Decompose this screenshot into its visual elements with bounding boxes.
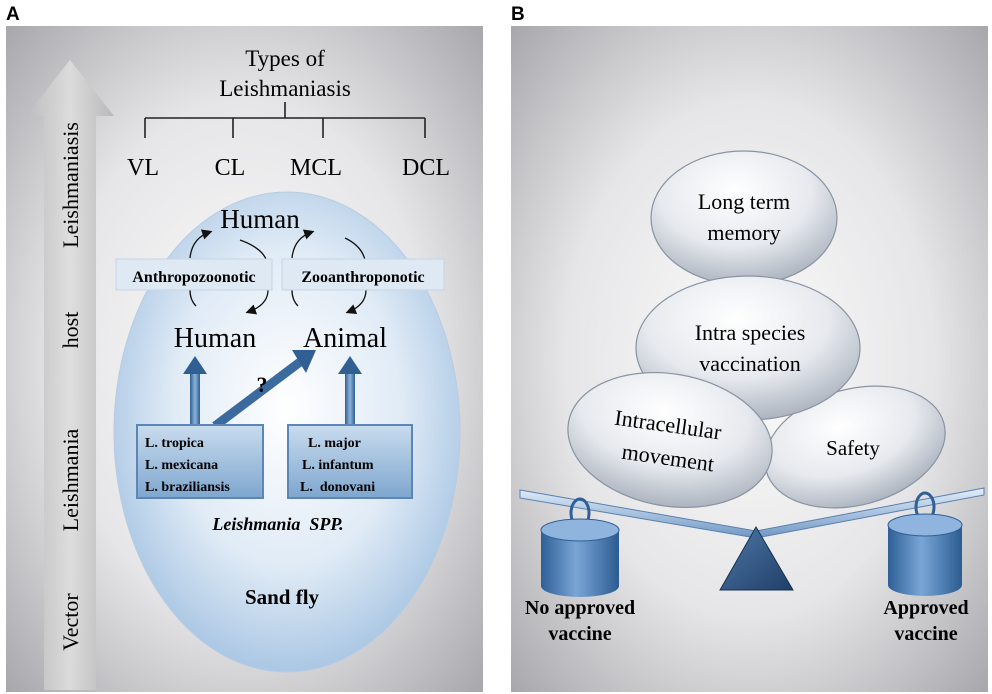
anthropozoonotic-label: Anthropozoonotic <box>132 269 255 286</box>
bubble-top-line2: memory <box>707 220 780 245</box>
side-axis-arrow <box>26 60 114 690</box>
blue-arrow-left-up <box>183 356 207 426</box>
right-weight <box>887 491 963 596</box>
species-box-left <box>136 424 264 499</box>
zooanthroponotic-box <box>281 258 445 291</box>
blue-arrow-right-up <box>338 356 362 426</box>
bubble-top <box>650 150 838 286</box>
species-right-1: L. major <box>308 436 361 451</box>
zooanthroponotic-label: Zooanthroponotic <box>301 269 424 286</box>
side-label-host: host <box>58 312 83 349</box>
types-title-line2: Leishmaniasis <box>219 76 351 101</box>
species-left-3: L. braziliansis <box>145 480 230 495</box>
fulcrum <box>719 526 794 591</box>
side-label-leishmaniasis: Leishmaniasis <box>58 122 83 248</box>
species-right-2: L. infantum <box>302 458 374 473</box>
side-label-leishmania: Leishmania <box>58 428 83 531</box>
species-caption: Leishmania SPP. <box>211 514 343 534</box>
left-caption-line1: No approved <box>525 597 635 619</box>
bubble-middle-line2: vaccination <box>699 351 800 376</box>
question-mark: ? <box>257 372 268 397</box>
left-weight <box>540 497 620 597</box>
type-dcl: DCL <box>402 155 450 181</box>
bubble-left <box>567 371 773 509</box>
animal-label: Animal <box>303 323 387 354</box>
anthropozoonotic-box <box>115 258 273 291</box>
blue-arrow-diagonal <box>212 350 316 430</box>
bubble-top-line1: Long term <box>698 189 790 214</box>
sandfly-label: Sand fly <box>245 585 320 609</box>
type-mcl: MCL <box>290 155 342 181</box>
type-vl: VL <box>127 155 159 181</box>
right-caption-line2: vaccine <box>894 623 957 645</box>
type-cl: CL <box>215 155 246 181</box>
species-right-3: L. donovani <box>300 480 375 495</box>
types-title-line1: Types of <box>245 46 325 71</box>
human-label: Human <box>174 323 256 354</box>
human-top-label: Human <box>220 204 300 234</box>
species-box-right <box>287 424 413 499</box>
panel-a-label: A <box>6 4 20 25</box>
types-tree <box>144 102 426 138</box>
species-left-1: L. tropica <box>145 436 204 451</box>
right-caption-line1: Approved <box>883 597 968 619</box>
species-left-2: L. mexicana <box>145 458 218 473</box>
panel-b-label: B <box>511 4 525 25</box>
bubble-right-text: Safety <box>826 436 880 460</box>
left-caption-line2: vaccine <box>548 623 611 645</box>
bubble-middle-line1: Intra species <box>695 320 806 345</box>
side-label-vector: Vector <box>58 593 83 651</box>
